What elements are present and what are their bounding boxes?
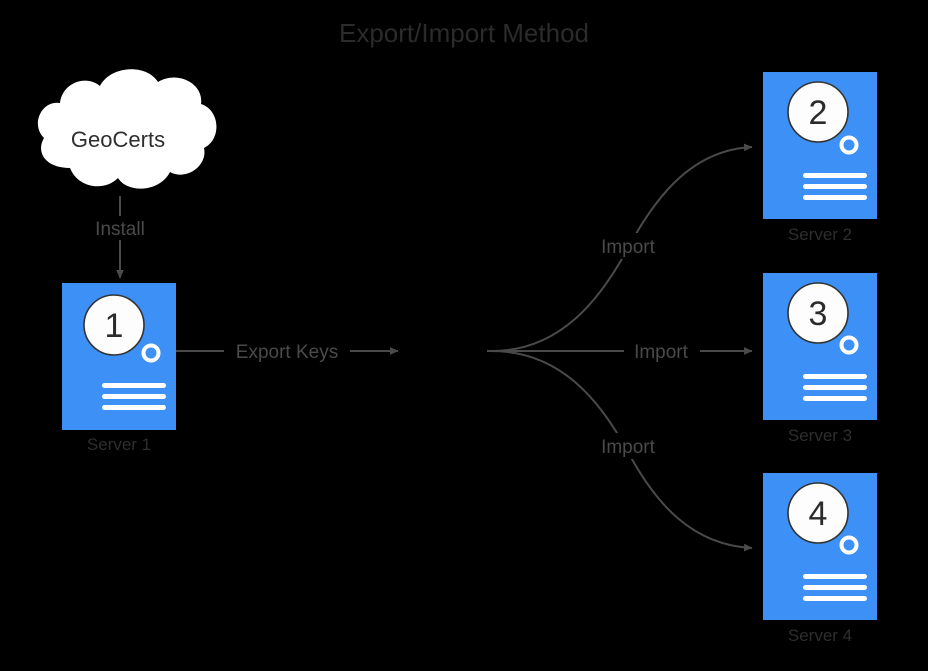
- edge-label-bg: [590, 433, 666, 459]
- node-server3[interactable]: 3 Server 3: [763, 273, 877, 445]
- edge-label-bg: [624, 339, 700, 364]
- edge-label-import-server2: Import: [601, 237, 656, 258]
- edge-import-server3: Import: [492, 339, 753, 364]
- edge-label-bg: [590, 233, 666, 259]
- edge-label-bg: [87, 216, 153, 240]
- server-number-label: 2: [809, 94, 828, 132]
- server-number-label: 3: [809, 295, 828, 333]
- server-number-badge: [83, 294, 145, 356]
- server-led-icon: [839, 335, 859, 355]
- server-bars-icon: [803, 374, 867, 401]
- edge-label-import-server4: Import: [601, 437, 656, 458]
- server-led-icon: [839, 535, 859, 555]
- cloud-node-geocerts: GeoCerts: [37, 69, 217, 189]
- edge-label-install: Install: [95, 219, 145, 240]
- server-led-icon: [839, 135, 859, 155]
- edge-export-keys: Export Keys: [176, 339, 399, 364]
- cloud-shape: [37, 69, 217, 189]
- node-server4[interactable]: 4 Server 4: [763, 473, 877, 645]
- edge-import-server4: Import: [491, 350, 753, 552]
- node-caption-server1: Server 1: [87, 435, 151, 454]
- server-bars-icon: [803, 574, 867, 601]
- server-number-label: 1: [105, 307, 124, 345]
- edge-import-server2: Import: [491, 143, 753, 352]
- server-bars-icon: [803, 173, 867, 200]
- server-bars-icon: [102, 383, 166, 410]
- edge-label-export-keys: Export Keys: [236, 342, 338, 363]
- server-led-icon: [141, 343, 161, 363]
- page-title: Export/Import Method: [339, 18, 589, 48]
- edge-label-import-server3: Import: [634, 342, 689, 363]
- node-server2[interactable]: 2 Server 2: [763, 72, 877, 244]
- server-number-badge: [787, 282, 849, 344]
- edge-install: Install: [87, 196, 153, 279]
- node-caption-server2: Server 2: [788, 225, 852, 244]
- server-number-badge: [787, 81, 849, 143]
- node-caption-server4: Server 4: [788, 626, 852, 645]
- edge-label-bg: [224, 339, 350, 364]
- cloud-label: GeoCerts: [71, 127, 165, 152]
- server-number-badge: [787, 482, 849, 544]
- node-caption-server3: Server 3: [788, 426, 852, 445]
- node-server1[interactable]: 1 Server 1: [62, 283, 176, 454]
- server-number-label: 4: [809, 495, 828, 533]
